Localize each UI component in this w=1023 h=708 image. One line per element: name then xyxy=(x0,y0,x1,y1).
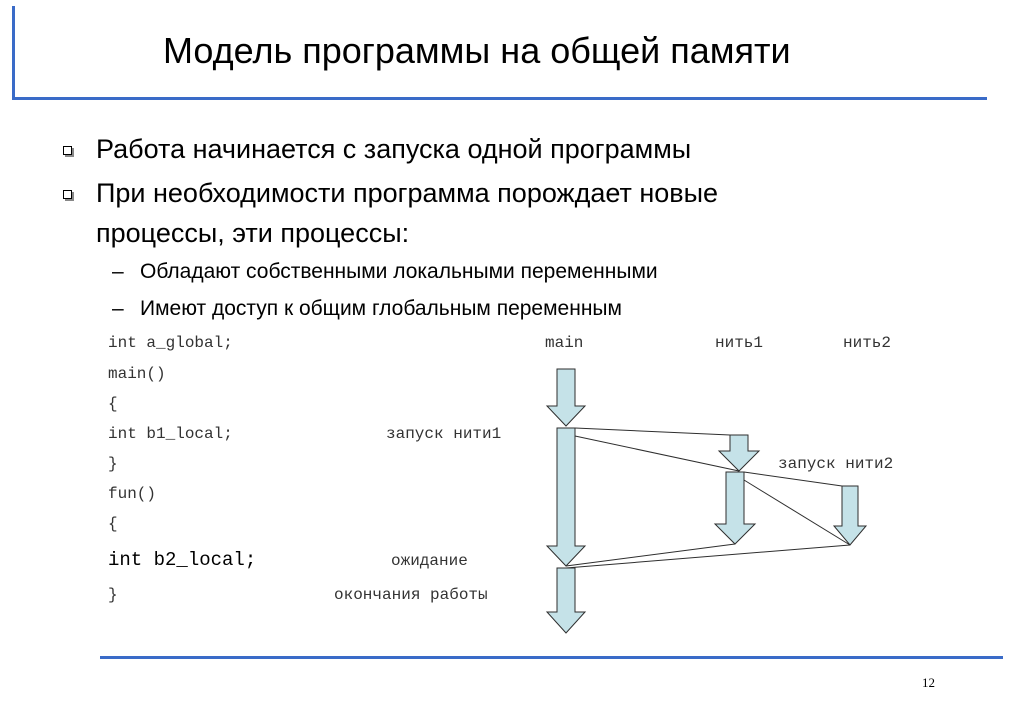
bullet-square-icon xyxy=(63,190,72,199)
label-thread2: нить2 xyxy=(843,334,892,352)
code-line-open-brace: { xyxy=(108,515,118,533)
label-end-of-work: окончания работы xyxy=(334,586,488,604)
page-title: Модель программы на общей памяти xyxy=(163,30,791,71)
fork-line-thread1-top xyxy=(574,427,731,436)
footer-divider xyxy=(100,656,1003,659)
sub-bullet-2-text: Имеют доступ к общим глобальным переменн… xyxy=(140,297,622,320)
title-accent-bar-vertical xyxy=(12,6,15,100)
fork-line-thread2-top xyxy=(743,471,843,487)
label-thread1: нить1 xyxy=(715,334,764,352)
code-line-close-brace: } xyxy=(108,455,118,473)
code-line-open-brace: { xyxy=(108,395,118,413)
title-accent-bar-horizontal xyxy=(12,97,987,100)
code-line-global: int a_global; xyxy=(108,334,233,352)
main-arrow-3 xyxy=(545,567,587,634)
label-waiting: ожидание xyxy=(391,552,468,570)
label-main: main xyxy=(545,334,584,352)
fork-line-thread2-bottom xyxy=(743,479,851,546)
code-line-b2-local: int b2_local; xyxy=(108,549,257,571)
page-number: 12 xyxy=(922,675,935,690)
bullet-2-line-1: При необходимости программа порождает но… xyxy=(96,178,719,208)
thread2-arrow xyxy=(832,485,868,546)
code-line-b1-local: int b1_local; xyxy=(108,425,233,443)
main-arrow-1 xyxy=(545,368,587,427)
main-arrow-2 xyxy=(545,427,587,567)
code-line-main: main() xyxy=(108,365,166,383)
sub-bullet-dash: – xyxy=(112,260,124,283)
thread1-arrow-2 xyxy=(713,471,757,545)
bullet-2-line-2: процессы, эти процессы: xyxy=(96,218,410,248)
join-line-thread1 xyxy=(565,543,736,567)
code-line-close-brace: } xyxy=(108,586,118,604)
join-line-thread2 xyxy=(565,544,851,569)
sub-bullet-dash: – xyxy=(112,297,124,320)
thread1-arrow-1 xyxy=(717,434,761,472)
code-line-fun: fun() xyxy=(108,485,157,503)
sub-bullet-1-text: Обладают собственными локальными перемен… xyxy=(140,260,658,283)
label-start-thread2: запуск нити2 xyxy=(778,455,894,473)
bullet-1-text: Работа начинается с запуска одной програ… xyxy=(96,134,692,164)
bullet-square-icon xyxy=(63,146,72,155)
fork-line-thread1-bottom xyxy=(574,435,740,472)
label-start-thread1: запуск нити1 xyxy=(386,425,502,443)
